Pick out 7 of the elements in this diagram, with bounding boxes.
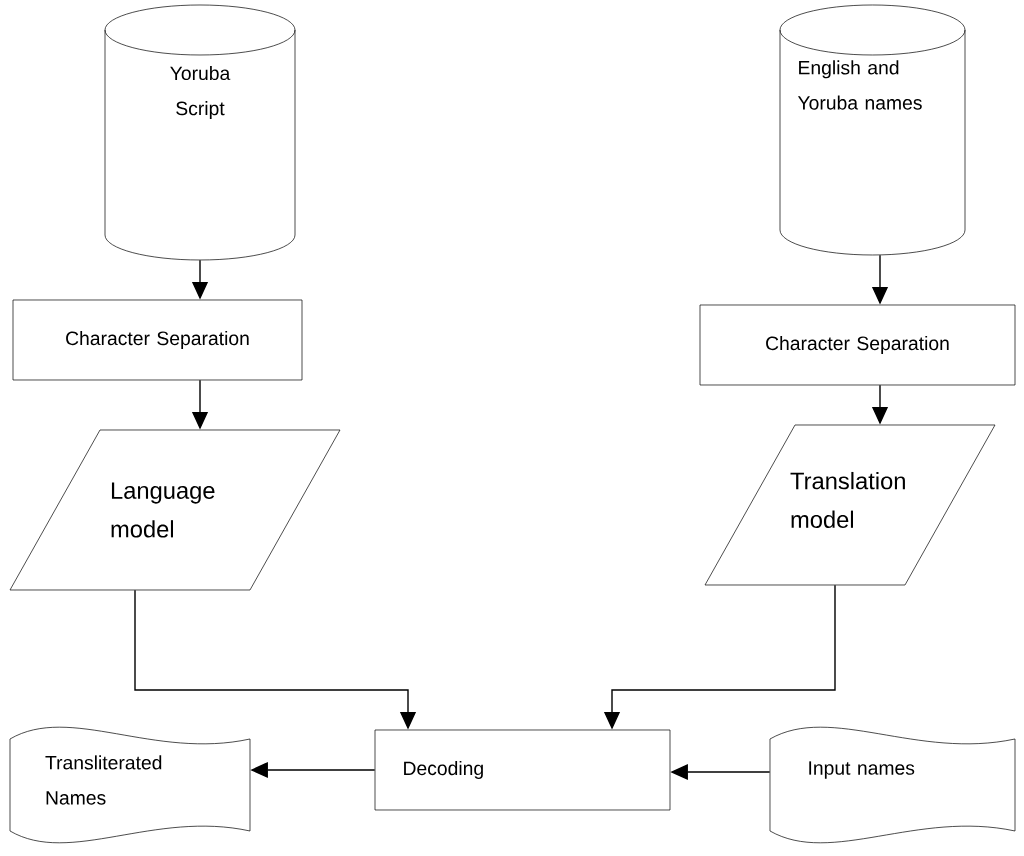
database-cylinder: Yoruba Script bbox=[104, 4, 296, 261]
database-cylinder: English and Yoruba names bbox=[779, 4, 966, 256]
process-box: Character Separation bbox=[12, 299, 303, 381]
process-box: Character Separation bbox=[699, 304, 1016, 386]
process-box: Decoding bbox=[374, 729, 671, 811]
data-parallelogram: Language model bbox=[9, 429, 341, 591]
data-parallelogram: Translation model bbox=[704, 424, 996, 586]
